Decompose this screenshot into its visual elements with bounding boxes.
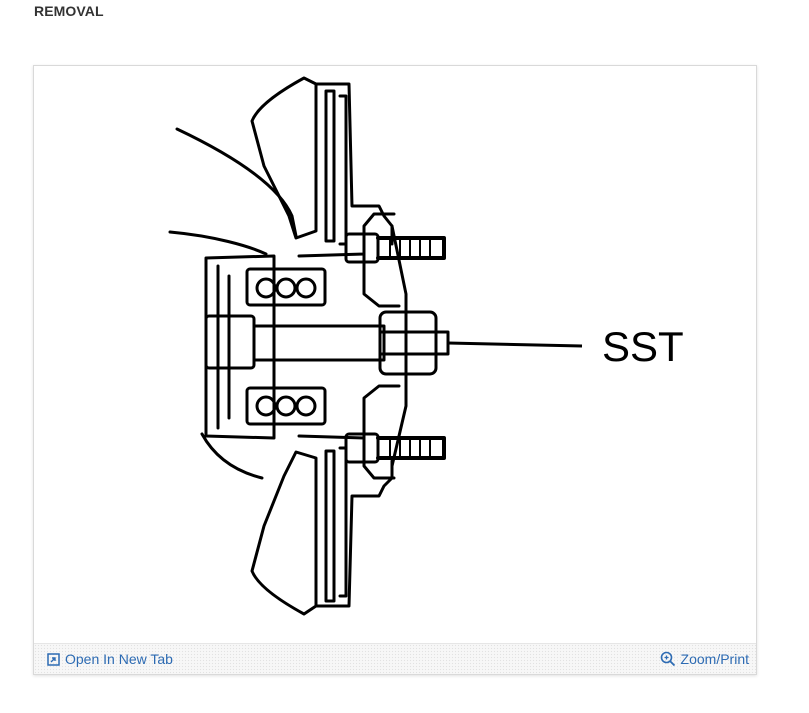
open-new-tab-icon [47, 652, 60, 666]
section-title: REMOVAL [34, 3, 104, 19]
zoom-print-link[interactable]: Zoom/Print [660, 651, 749, 667]
sst-leader-line [447, 341, 583, 348]
sst-label: SST [602, 323, 684, 370]
zoom-magnifier-icon [660, 651, 675, 667]
zoom-print-label: Zoom/Print [680, 651, 749, 667]
open-in-new-tab-link[interactable]: Open In New Tab [47, 651, 173, 667]
figure-card: SST Open In New Tab Zoom/Print [33, 65, 757, 675]
hub-assembly-diagram: SST [168, 76, 684, 616]
figure-toolbar: Open In New Tab Zoom/Print [34, 643, 756, 674]
open-in-new-tab-label: Open In New Tab [65, 651, 173, 667]
